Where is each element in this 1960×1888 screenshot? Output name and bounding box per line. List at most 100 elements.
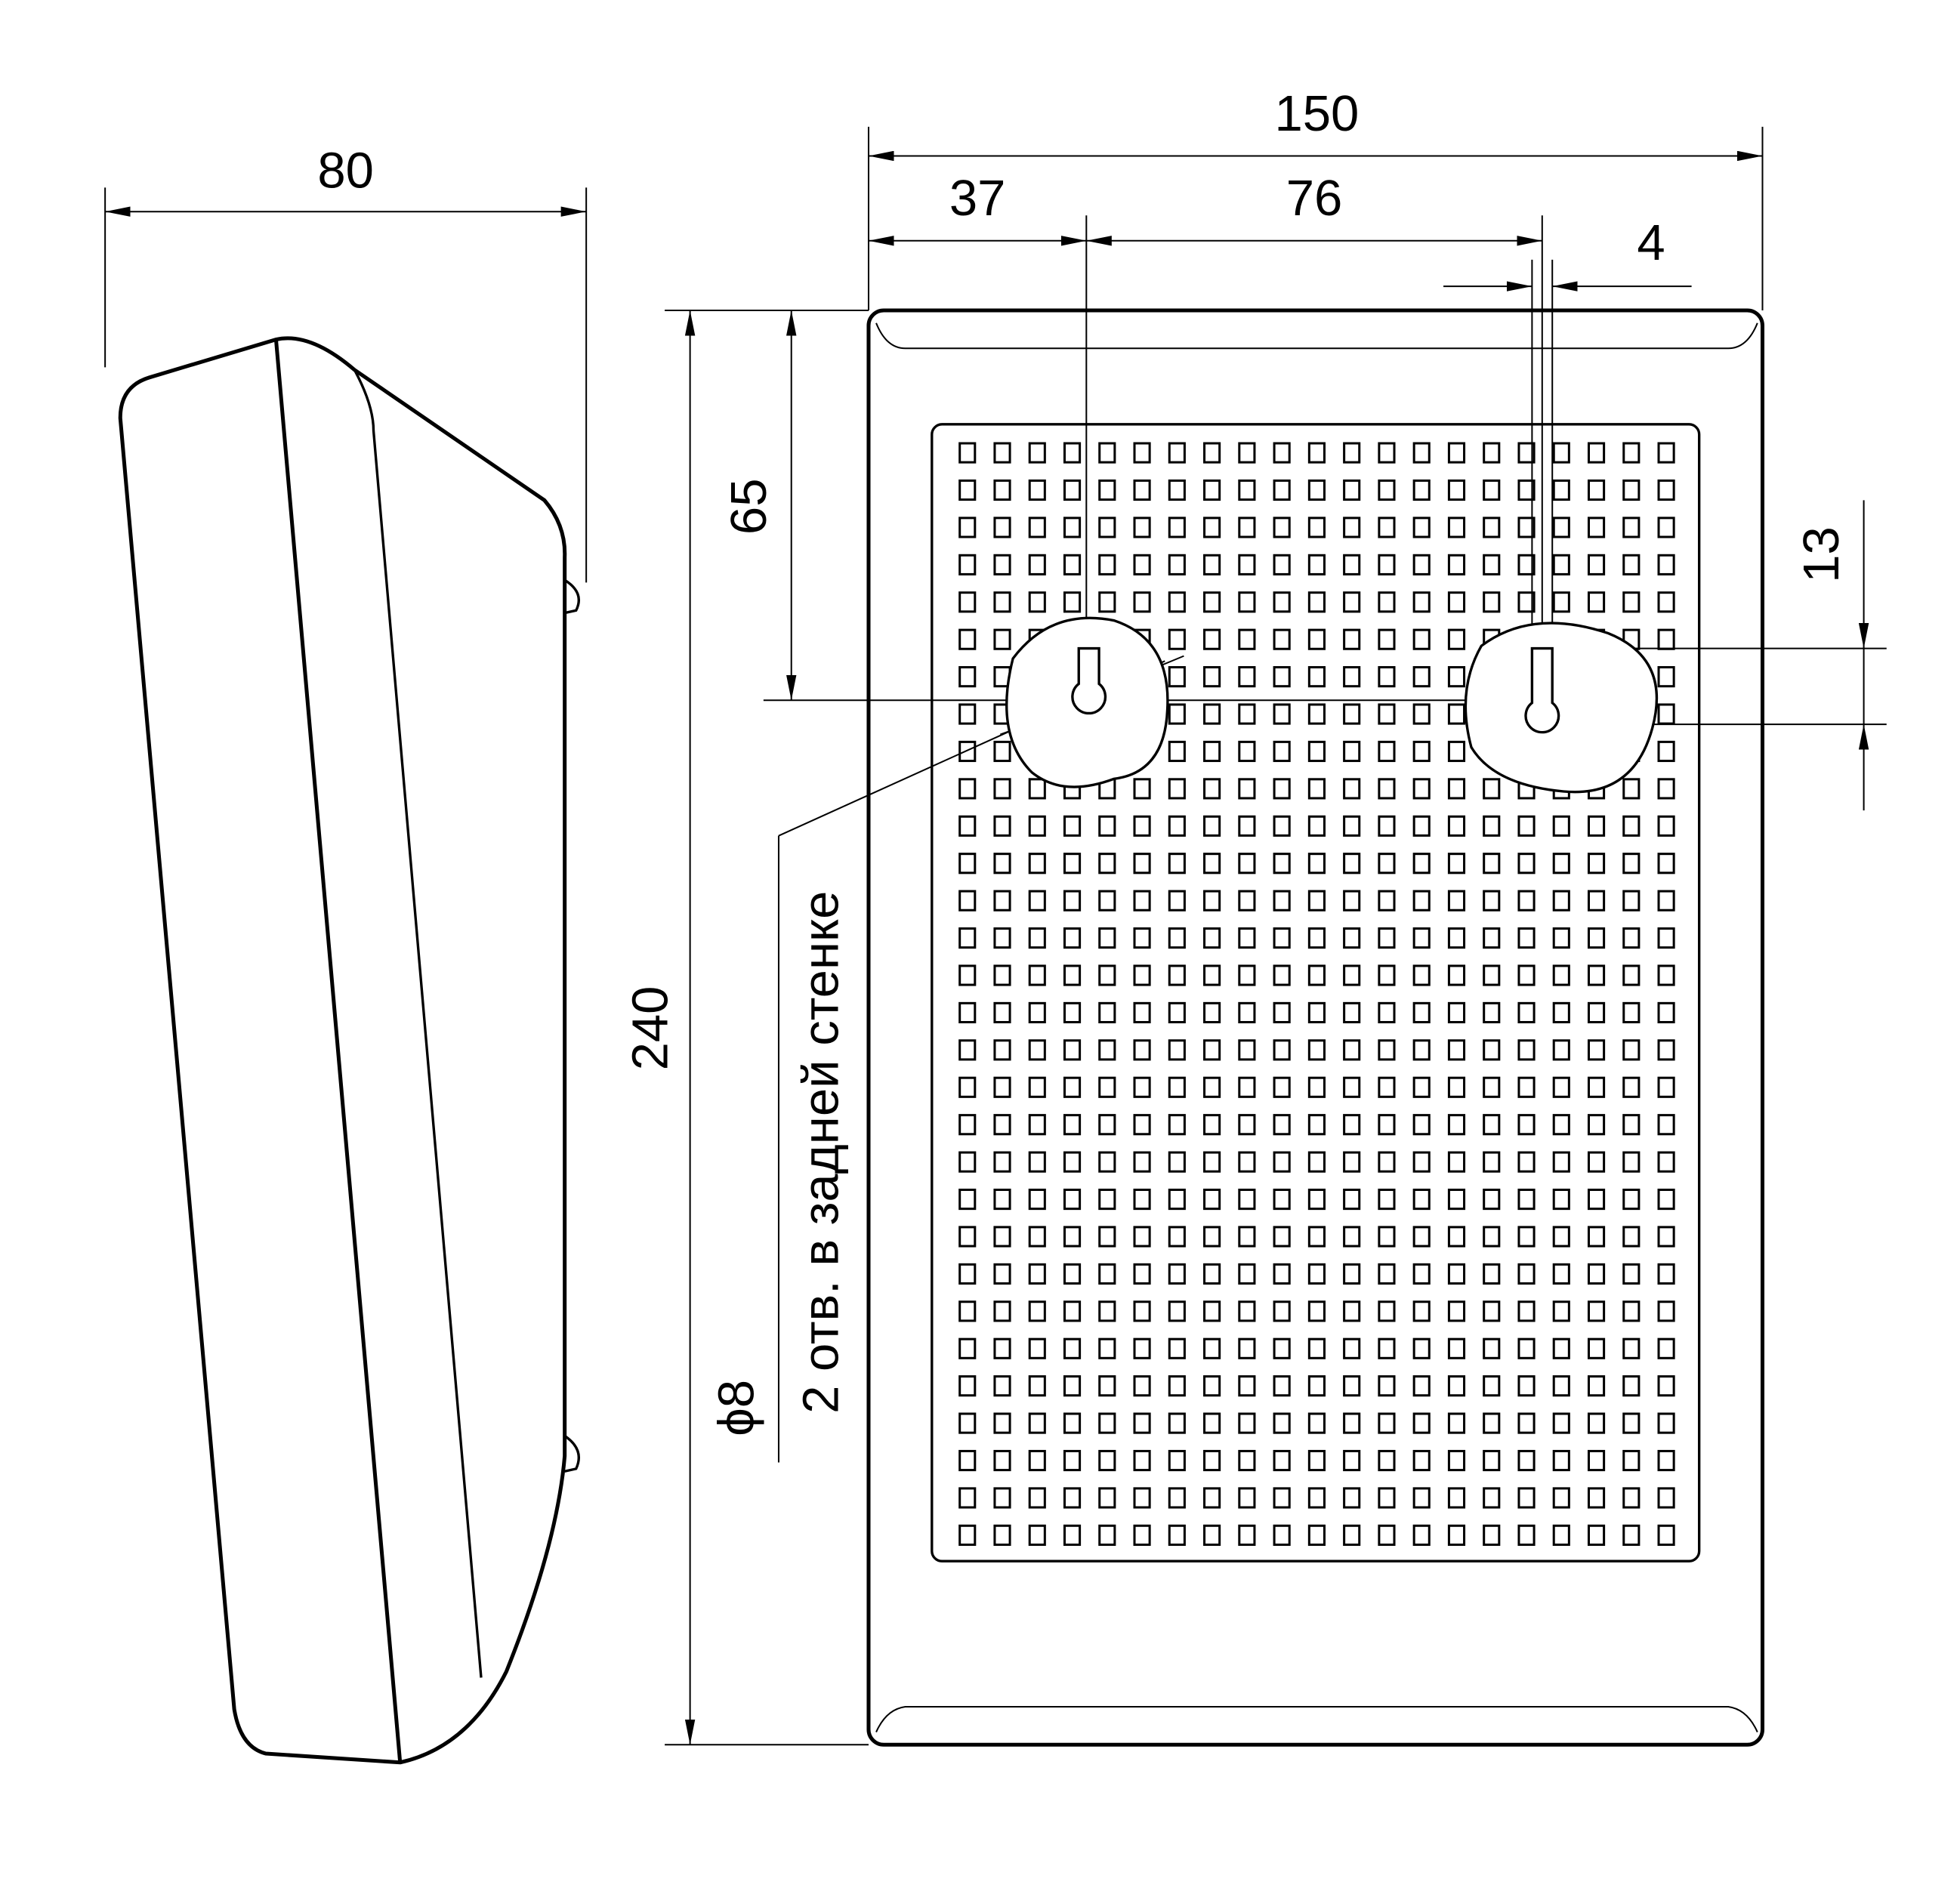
grille-cell: [1483, 1114, 1501, 1136]
grille-cell: [1343, 703, 1361, 725]
grille-cell: [1622, 591, 1641, 613]
grille-cell: [1657, 740, 1675, 763]
grille-cell: [1098, 890, 1116, 912]
grille-cell: [1063, 517, 1082, 538]
grille-cell: [1587, 1114, 1606, 1136]
grille-cell: [1133, 1337, 1151, 1359]
grille-cell: [993, 1375, 1011, 1397]
grille-cell: [1622, 1114, 1641, 1136]
grille-cell: [1587, 1076, 1606, 1098]
grille-cell: [1028, 517, 1046, 538]
grille-cell: [1063, 1449, 1082, 1472]
grille-cell: [1063, 815, 1082, 837]
grille-cell: [1483, 1263, 1501, 1285]
grille-cell: [1483, 1524, 1501, 1546]
grille-cell: [1412, 1337, 1431, 1359]
grille-cell: [958, 815, 977, 837]
grille-cell: [1168, 740, 1186, 763]
grille-cell: [1622, 1263, 1641, 1285]
grille-cell: [993, 1001, 1011, 1024]
grille-cell: [1028, 1263, 1046, 1285]
grille-cell: [1203, 1524, 1221, 1546]
grille-cell: [993, 1449, 1011, 1472]
grille-cell: [1447, 703, 1466, 725]
grille-cell: [1063, 1412, 1082, 1434]
grille-cell: [958, 517, 977, 538]
grille-cell: [1343, 628, 1361, 650]
grille-cell: [1483, 1487, 1501, 1509]
grille-cell: [1483, 1412, 1501, 1434]
grille-cell: [1028, 815, 1046, 837]
grille-cell: [1168, 442, 1186, 464]
grille-cell: [1657, 1412, 1675, 1434]
grille-cell: [993, 740, 1011, 763]
grille-cell: [1028, 1300, 1046, 1322]
grille-cell: [1028, 1039, 1046, 1061]
grille-cell: [1203, 1114, 1221, 1136]
grille-cell: [993, 1263, 1011, 1285]
grille-cell: [1168, 1001, 1186, 1024]
grille-cell: [1063, 1375, 1082, 1397]
grille-cell: [1238, 853, 1256, 875]
grille-cell: [1028, 853, 1046, 875]
grille-cell: [1517, 1039, 1536, 1061]
grille-cell: [1412, 517, 1431, 538]
grille-cell: [1273, 517, 1291, 538]
grille-cell: [1483, 1226, 1501, 1248]
grille-cell: [1657, 964, 1675, 986]
grille-cell: [1657, 1114, 1675, 1136]
grille-cell: [1273, 1114, 1291, 1136]
grille-cell: [1412, 1487, 1431, 1509]
grille-cell: [1552, 1300, 1570, 1322]
grille-cell: [1447, 1300, 1466, 1322]
grille-cell: [1378, 964, 1396, 986]
dim-diameter-8: ϕ8: [708, 1380, 764, 1436]
grille-cell: [1203, 703, 1221, 725]
grille-cell: [1028, 1076, 1046, 1098]
grille-cell: [1343, 853, 1361, 875]
grille-cell: [1343, 890, 1361, 912]
grille-cell: [993, 853, 1011, 875]
grille-cell: [1483, 517, 1501, 538]
grille-cell: [1517, 1226, 1536, 1248]
grille-cell: [1203, 1151, 1221, 1173]
grille-cell: [1622, 1300, 1641, 1322]
grille-cell: [958, 740, 977, 763]
grille-cell: [958, 1039, 977, 1061]
grille-cell: [1412, 890, 1431, 912]
grille-cell: [1098, 1263, 1116, 1285]
grille-cell: [1412, 853, 1431, 875]
grille-cell: [1517, 554, 1536, 575]
grille-cell: [1343, 815, 1361, 837]
grille-cell: [1483, 890, 1501, 912]
grille-cell: [1098, 517, 1116, 538]
grille-cell: [1412, 778, 1431, 800]
grille-cell: [1412, 927, 1431, 949]
grille-cell: [1307, 666, 1326, 688]
grille-cell: [1483, 1001, 1501, 1024]
grille-cell: [1203, 628, 1221, 650]
grille-cell: [1378, 1487, 1396, 1509]
grille-cell: [993, 1076, 1011, 1098]
grille-cell: [1552, 1039, 1570, 1061]
grille-cell: [1028, 1151, 1046, 1173]
grille-cell: [993, 927, 1011, 949]
grille-cell: [1307, 1487, 1326, 1509]
grille-cell: [1098, 1375, 1116, 1397]
grille-cell: [1447, 554, 1466, 575]
grille-cell: [1657, 591, 1675, 613]
grille-cell: [1343, 1226, 1361, 1248]
grille-cell: [1028, 927, 1046, 949]
grille-cell: [1203, 479, 1221, 501]
grille-cell: [1517, 591, 1536, 613]
grille-cell: [1657, 778, 1675, 800]
grille-cell: [1552, 1449, 1570, 1472]
side-foot-top: [563, 578, 580, 615]
grille-cell: [1063, 1188, 1082, 1211]
grille-cell: [1552, 853, 1570, 875]
grille-cell: [1552, 554, 1570, 575]
grille-cell: [1307, 479, 1326, 501]
grille-cell: [1307, 853, 1326, 875]
grille-cell: [1412, 815, 1431, 837]
grille-cell: [1028, 1001, 1046, 1024]
